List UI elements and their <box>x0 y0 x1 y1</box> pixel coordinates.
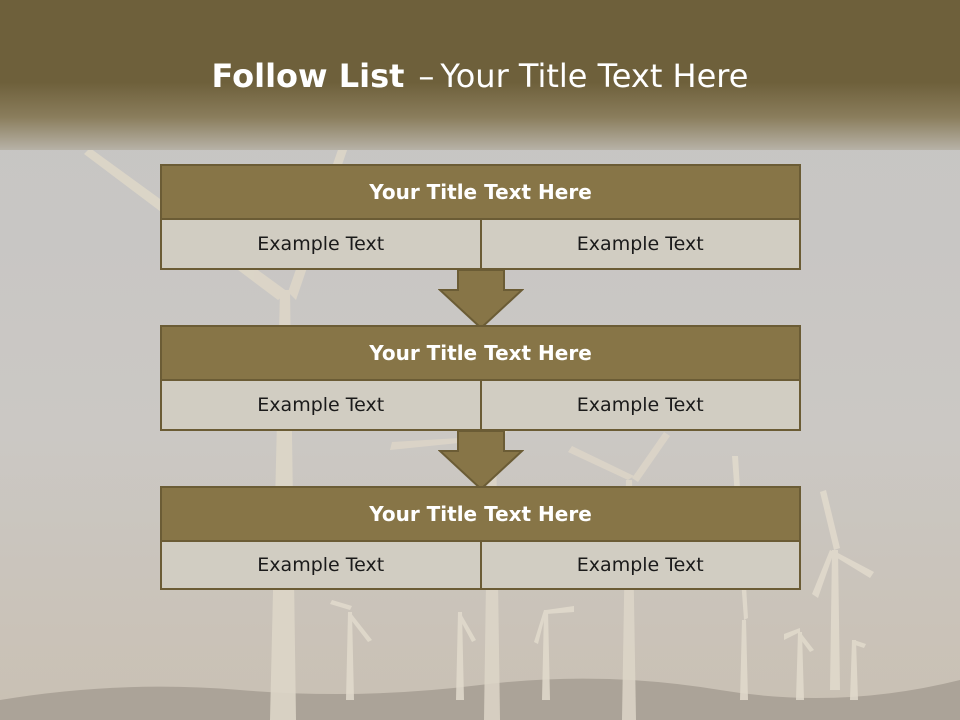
slide-title-dash: – <box>418 57 435 95</box>
block-title: Your Title Text Here <box>160 486 801 542</box>
block-row: Example Text Example Text <box>160 220 801 270</box>
list-block-1: Your Title Text Here Example Text Exampl… <box>160 164 801 270</box>
slide-title-bold: Follow List <box>211 57 405 95</box>
block-cell-left: Example Text <box>160 220 482 270</box>
slide-title: Follow List–Your Title Text Here <box>0 52 960 100</box>
list-block-3: Your Title Text Here Example Text Exampl… <box>160 486 801 590</box>
block-cell-left: Example Text <box>160 542 482 590</box>
block-cell-left: Example Text <box>160 381 482 431</box>
title-header-band <box>0 0 960 150</box>
slide-title-rest: Your Title Text Here <box>440 57 749 95</box>
block-cell-right: Example Text <box>481 542 801 590</box>
block-row: Example Text Example Text <box>160 542 801 590</box>
block-cell-right: Example Text <box>481 220 801 270</box>
block-row: Example Text Example Text <box>160 381 801 431</box>
block-title: Your Title Text Here <box>160 325 801 381</box>
list-block-2: Your Title Text Here Example Text Exampl… <box>160 325 801 431</box>
block-cell-right: Example Text <box>481 381 801 431</box>
down-arrow-icon <box>438 270 524 330</box>
down-arrow-icon <box>438 431 524 491</box>
block-title: Your Title Text Here <box>160 164 801 220</box>
